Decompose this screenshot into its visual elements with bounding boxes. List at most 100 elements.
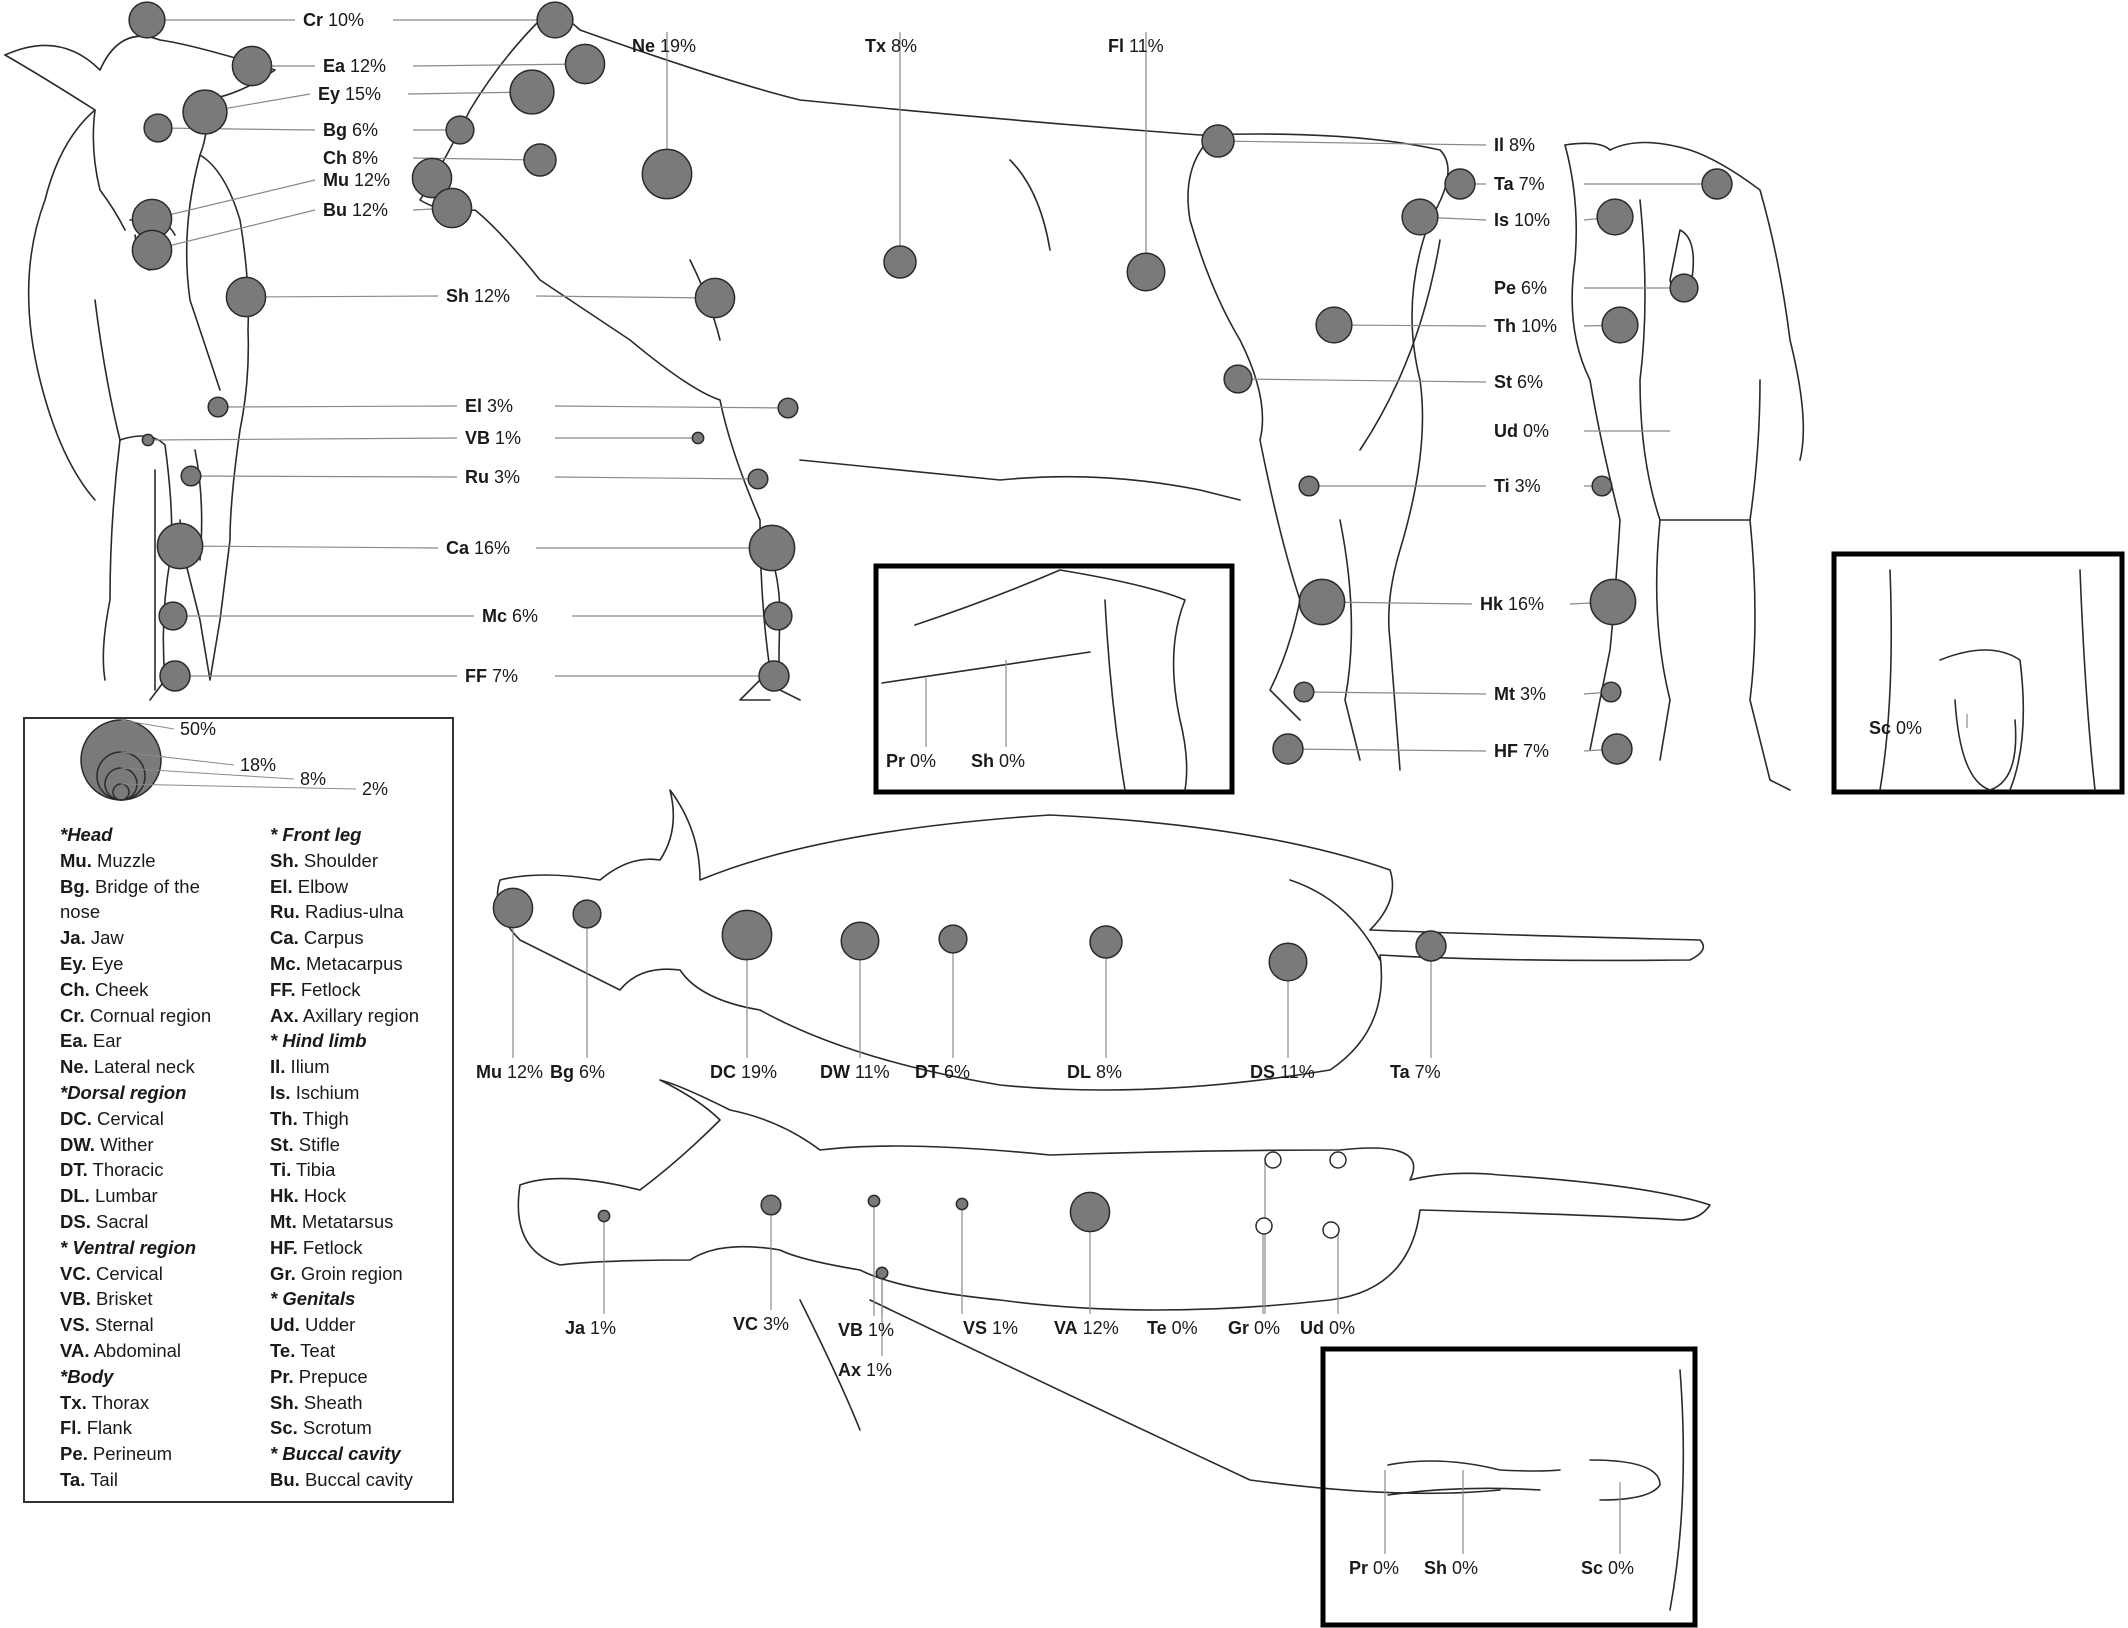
legend-item: Pr. Prepuce bbox=[270, 1364, 450, 1390]
side-right-pe-label: Pe 6% bbox=[1494, 278, 1547, 298]
front-vb-marker-1 bbox=[691, 431, 705, 445]
side-right-is-label: Is 10% bbox=[1494, 210, 1550, 230]
front-ru-leader-1 bbox=[554, 476, 759, 480]
dorsal-dw-marker-0 bbox=[840, 921, 880, 961]
scale-label-18: 18% bbox=[240, 755, 276, 775]
ventral-va-marker-0 bbox=[1069, 1191, 1111, 1233]
legend-abbreviation: St. bbox=[270, 1133, 294, 1155]
side-right-mt-marker-0 bbox=[1293, 681, 1315, 703]
legend-item: Ey. Eye bbox=[60, 951, 240, 977]
ventral-ax-percent: 1% bbox=[861, 1360, 893, 1380]
scale-leader-8 bbox=[120, 767, 295, 780]
dorsal-ta-percent: 7% bbox=[1409, 1062, 1441, 1082]
dorsal-ta-marker-0 bbox=[1415, 930, 1447, 962]
ventral-ja-percent: 1% bbox=[585, 1318, 617, 1338]
front-bg-code: Bg bbox=[323, 120, 347, 140]
side-right-hf-leader-0 bbox=[1287, 748, 1487, 752]
front-ea-leader-1 bbox=[412, 63, 586, 67]
side-top-ne-code: Ne bbox=[632, 36, 656, 56]
front-mc-marker-1 bbox=[763, 601, 793, 631]
legend-region-name: Scrotum bbox=[297, 1417, 372, 1439]
legend-abbreviation: Bg. bbox=[60, 875, 90, 897]
side-right-mt-marker-1 bbox=[1600, 681, 1622, 703]
ventral-gr-code: Gr bbox=[1228, 1318, 1250, 1338]
legend-region-name: Muzzle bbox=[91, 849, 156, 871]
ventral-gr-label: Gr 0% bbox=[1228, 1318, 1280, 1338]
side-right-il-percent: 8% bbox=[1504, 135, 1536, 155]
scale-label-8: 8% bbox=[300, 769, 326, 789]
ventral-vc-marker-0 bbox=[760, 1194, 782, 1216]
legend-item: Fl. Flank bbox=[60, 1415, 240, 1441]
legend-abbreviation: Ne. bbox=[60, 1056, 89, 1078]
front-sh-percent: 12% bbox=[469, 286, 511, 306]
side-right-th-percent: 10% bbox=[1516, 316, 1558, 336]
dorsal-dw-percent: 11% bbox=[850, 1062, 890, 1082]
inset-ventral-sh-percent: 0% bbox=[1447, 1558, 1479, 1578]
front-el-code: El bbox=[465, 396, 483, 416]
front-ea-label: Ea 12% bbox=[323, 56, 386, 76]
legend-item: Is. Ischium bbox=[270, 1080, 450, 1106]
side-right-hk-label: Hk 16% bbox=[1480, 594, 1544, 614]
front-mu-code: Mu bbox=[323, 170, 349, 190]
scale-circle-50 bbox=[80, 719, 162, 801]
legend-region-name: Elbow bbox=[292, 875, 349, 897]
side-right-pe-code: Pe bbox=[1494, 278, 1517, 298]
legend-region-name: Thigh bbox=[297, 1107, 349, 1129]
side-right-is-percent: 10% bbox=[1509, 210, 1551, 230]
legend-section-heading: *Body bbox=[60, 1365, 114, 1387]
legend-region-name: Hock bbox=[298, 1185, 347, 1207]
side-right-ti-code: Ti bbox=[1494, 476, 1510, 496]
inset-ventral-pr-code: Pr bbox=[1349, 1558, 1369, 1578]
legend-abbreviation: DS. bbox=[60, 1210, 91, 1232]
legend-abbreviation: Bu. bbox=[270, 1468, 300, 1490]
ventral-vc-percent: 3% bbox=[758, 1314, 790, 1334]
front-ff-percent: 7% bbox=[487, 666, 519, 686]
side-right-mt-code: Mt bbox=[1494, 684, 1515, 704]
ventral-ax-marker-0 bbox=[875, 1266, 889, 1280]
ventral-ja-marker-0 bbox=[597, 1209, 611, 1223]
legend-region-name: Cervical bbox=[90, 1262, 163, 1284]
inset-side-sh-code: Sh bbox=[971, 751, 995, 771]
front-ru-code: Ru bbox=[465, 467, 489, 487]
scale-leader-2 bbox=[120, 783, 357, 790]
front-ea-code: Ea bbox=[323, 56, 346, 76]
legend-abbreviation: Th. bbox=[270, 1107, 298, 1129]
dorsal-dc-label: DC 19% bbox=[710, 1062, 777, 1082]
front-bg-percent: 6% bbox=[347, 120, 379, 140]
side-right-hk-marker-0 bbox=[1298, 578, 1346, 626]
dorsal-mu-percent: 12% bbox=[502, 1062, 544, 1082]
legend-region-name: Ischium bbox=[290, 1081, 360, 1103]
legend-region-name: Shoulder bbox=[298, 849, 378, 871]
ventral-teat-marker-2 bbox=[1255, 1217, 1273, 1235]
front-el-label: El 3% bbox=[465, 396, 513, 416]
dorsal-dt-percent: 6% bbox=[939, 1062, 971, 1082]
side-right-ta-marker-1 bbox=[1701, 168, 1733, 200]
side-right-th-marker-1 bbox=[1601, 306, 1639, 344]
dorsal-dl-marker-0 bbox=[1089, 925, 1123, 959]
front-ru-marker-0 bbox=[180, 465, 202, 487]
front-mu-leader-0 bbox=[151, 179, 316, 220]
legend-section-heading: *Head bbox=[60, 824, 113, 845]
side-top-ne-label: Ne 19% bbox=[632, 36, 696, 56]
front-cr-marker-1 bbox=[536, 1, 574, 39]
front-ey-percent: 15% bbox=[340, 84, 382, 104]
scale-leader-50 bbox=[120, 719, 175, 730]
side-right-st-marker-0 bbox=[1223, 364, 1253, 394]
front-bu-code: Bu bbox=[323, 200, 347, 220]
legend-abbreviation: Sc. bbox=[270, 1417, 298, 1439]
side-top-ne-percent: 19% bbox=[655, 36, 697, 56]
legend-item: Ti. Tibia bbox=[270, 1157, 450, 1183]
ventral-vs-percent: 1% bbox=[987, 1318, 1019, 1338]
front-ru-percent: 3% bbox=[489, 467, 521, 487]
dorsal-ta-code: Ta bbox=[1390, 1062, 1410, 1082]
ventral-ud-label: Ud 0% bbox=[1300, 1318, 1355, 1338]
legend-region-name: Fetlock bbox=[295, 978, 361, 1000]
side-right-il-label: Il 8% bbox=[1494, 135, 1535, 155]
legend-abbreviation: Ru. bbox=[270, 901, 300, 923]
legend-section-heading: * Front leg bbox=[270, 824, 362, 845]
side-right-ti-label: Ti 3% bbox=[1494, 476, 1541, 496]
ventral-vb-code: VB bbox=[838, 1320, 864, 1340]
side-right-st-percent: 6% bbox=[1512, 372, 1544, 392]
scale-leader-18 bbox=[120, 751, 235, 766]
dorsal-bg-code: Bg bbox=[550, 1062, 574, 1082]
